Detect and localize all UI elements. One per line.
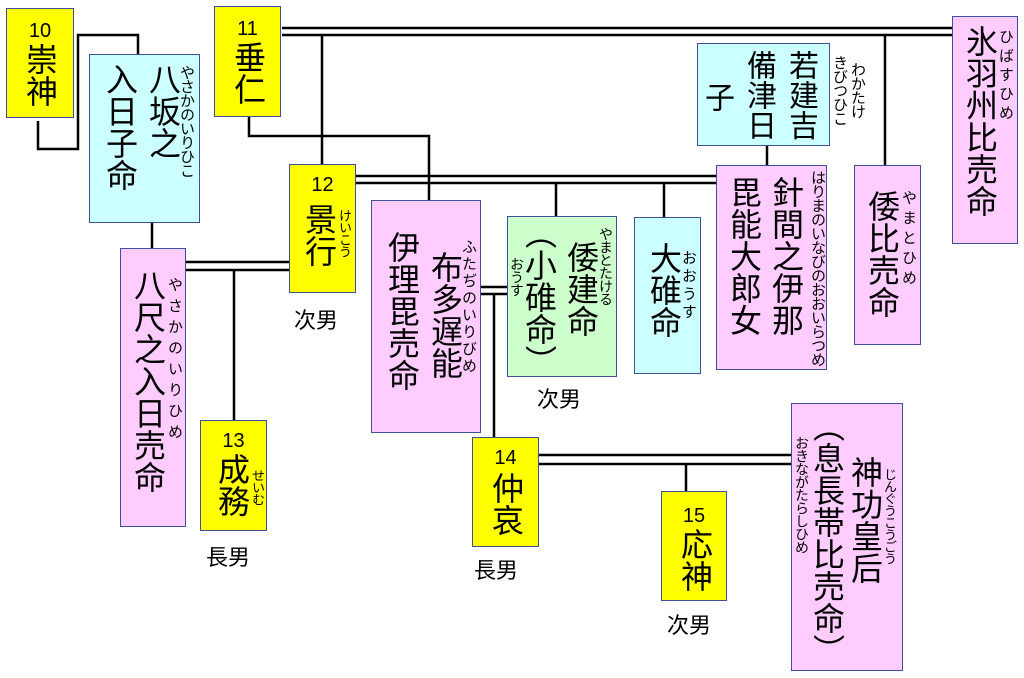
name-column-1: 布多遅能 <box>426 251 464 379</box>
name-column-2: 備津日 <box>741 50 776 140</box>
ruby-reading: ひばすひめ <box>997 29 1015 124</box>
emperor-name: 崇神 <box>21 43 59 107</box>
ruby-reading: けいこう <box>336 209 351 257</box>
node-keiko: 12 景行 けいこう <box>289 164 356 293</box>
node-wakatakekibitsuhiko: 若建吉 備津日 子 <box>697 43 830 146</box>
emperor-number: 11 <box>237 18 258 40</box>
ruby-reading-2: おきながたらしひめ <box>793 436 809 553</box>
emperor-name: 成務 <box>213 453 251 517</box>
ruby-reading-1: じんぐうこうごう <box>881 468 896 564</box>
name: 氷羽州比売命 <box>961 25 999 217</box>
emperor-number: 15 <box>682 505 706 527</box>
node-yamatotakeru: やまとたける 倭建命 （小碓命） おうす <box>507 216 617 377</box>
ruby-reading: やさかのいりひめ <box>166 277 184 445</box>
name-column-1: 若建吉 <box>783 50 818 140</box>
name-column-1: 針間之伊那 <box>767 176 805 336</box>
node-yamatohime: 倭比売命 やまとひめ <box>854 165 921 345</box>
birth-order-note: 次男 <box>667 614 712 639</box>
ruby-reading: せいむ <box>249 469 264 505</box>
name-column-2: 毘能大郎女 <box>725 176 763 336</box>
ruby-reading: ふたぢのいりびめ <box>460 239 478 375</box>
line-sujin-child <box>36 33 140 151</box>
birth-order-note: 長男 <box>474 559 519 584</box>
emperor-number: 12 <box>311 174 334 196</box>
emperor-name: 仲哀 <box>487 472 525 536</box>
node-seimu: 13 成務 せいむ <box>200 420 267 531</box>
node-hibasuhime: 氷羽州比売命 ひばすひめ <box>952 16 1018 244</box>
emperor-number: 14 <box>494 447 517 469</box>
node-sujin: 10 崇神 <box>6 8 74 118</box>
emperor-number: 10 <box>28 20 52 42</box>
name-column-1: 神功皇后 <box>846 456 884 584</box>
ruby-reading: はりまのいなびのおおいらつめ <box>809 170 827 366</box>
node-futajinoirihime: ふたぢのいりびめ 布多遅能 伊理毘売命 <box>371 200 481 433</box>
birth-order-note: 次男 <box>537 388 582 413</box>
line-suinin-branch <box>247 117 431 200</box>
name-column-2: （息長帯比売命） <box>808 410 846 666</box>
node-ojin: 15 応神 <box>661 491 727 601</box>
node-ousu: 大碓命 おおうす <box>634 217 701 374</box>
emperor-name: 応神 <box>676 528 714 592</box>
node-chuai: 14 仲哀 <box>472 437 539 547</box>
node-yasakanoirihiko: やさかのいりひこ 八坂之 入日子命 <box>89 54 200 223</box>
name: 八尺之入日売命 <box>129 269 167 493</box>
emperor-name: 垂仁 <box>229 41 267 105</box>
ruby-reading: やまとひめ <box>900 190 918 290</box>
name-column-1: 八坂之 <box>144 63 182 159</box>
ruby-reading-2: きびつひこ <box>831 55 849 125</box>
node-harimanoinabi: 針間之伊那 毘能大郎女 <box>716 165 827 370</box>
name-column-1: 倭建命 <box>562 241 600 337</box>
ruby-reading-1: やまとたける <box>597 227 613 305</box>
ruby-reading: おおうす <box>680 250 698 322</box>
name-column-2: （小碓命） <box>520 217 558 377</box>
emperor-number: 13 <box>222 430 245 452</box>
birth-order-note: 長男 <box>206 546 251 571</box>
birth-order-note: 次男 <box>294 309 339 334</box>
name-column-2: 伊理毘売命 <box>383 231 421 391</box>
emperor-name: 景行 <box>300 203 338 267</box>
name-column-2: 入日子命 <box>101 63 139 191</box>
node-suinin: 11 垂仁 <box>214 6 281 117</box>
name-column-3: 子 <box>699 82 734 112</box>
ruby-reading-2: おうす <box>508 257 524 296</box>
node-jingu: 神功皇后 じんぐうこうごう （息長帯比売命） おきながたらしひめ <box>791 403 903 671</box>
name: 倭比売命 <box>863 190 901 318</box>
ruby-reading-1: わかたけ <box>849 62 867 118</box>
ruby-reading: やさかのいりひこ <box>178 65 196 177</box>
node-yasakanoirihime: 八尺之入日売命 やさかのいりひめ <box>120 248 186 527</box>
name: 大碓命 <box>645 242 683 338</box>
